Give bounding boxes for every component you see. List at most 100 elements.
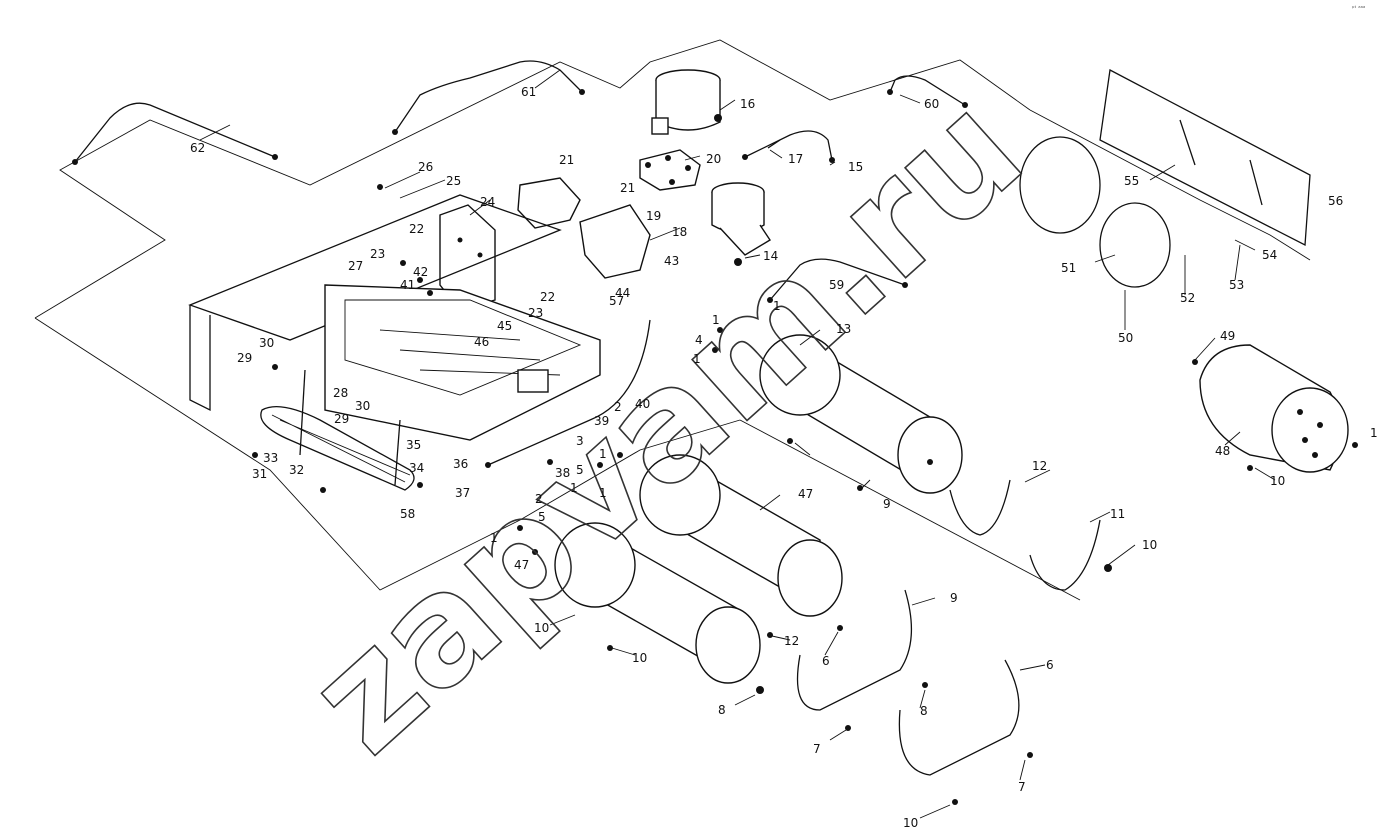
part-label: 55	[1124, 174, 1139, 188]
part-label: 7	[1018, 780, 1026, 794]
valve-block-20	[639, 149, 701, 191]
part-label: 30	[259, 336, 274, 350]
part-label: 58	[400, 507, 415, 521]
pipe-62	[72, 102, 278, 165]
part-label: 48	[1215, 444, 1230, 458]
part-label: 3	[576, 434, 584, 448]
part-label: 8	[920, 704, 928, 718]
bracket-21	[517, 177, 581, 229]
part-label: 46	[474, 335, 489, 349]
part-label: 40	[635, 397, 650, 411]
part-label: 50	[1118, 331, 1133, 345]
part-label: 2	[614, 400, 622, 414]
part-label: 5	[538, 510, 546, 524]
step-28	[260, 369, 415, 491]
part-label: 6	[1046, 658, 1054, 672]
part-label: 1	[1370, 426, 1378, 440]
frame-rail	[188, 194, 562, 412]
part-label: 61	[521, 85, 536, 99]
assembly-outline	[34, 39, 1311, 601]
part-label: 33	[263, 451, 278, 465]
part-label: 29	[237, 351, 252, 365]
air-tank-47b	[554, 522, 764, 694]
part-label: 57	[609, 294, 624, 308]
pipe-61	[392, 60, 585, 135]
corner-mark: ᵖᵗ ᵃᵃᵃ	[1352, 5, 1365, 12]
part-label: 9	[883, 497, 891, 511]
part-label: 1	[712, 313, 720, 327]
part-label: 12	[784, 634, 799, 648]
part-label: 29	[334, 412, 349, 426]
part-label: 1	[773, 299, 781, 313]
air-tank-48	[1199, 344, 1349, 473]
air-tank-13	[759, 334, 963, 494]
clamp-51	[1019, 136, 1171, 288]
part-label: 10	[534, 621, 549, 635]
part-label: 21	[620, 181, 635, 195]
part-label: 10	[1142, 538, 1157, 552]
part-label: 14	[763, 249, 778, 263]
valve-14	[711, 182, 771, 266]
part-label: 1	[693, 352, 701, 366]
part-label: 4	[695, 333, 703, 347]
pipe-60	[887, 75, 968, 108]
fitting-17	[767, 139, 781, 149]
part-label: 51	[1061, 261, 1076, 275]
pipe-57	[485, 319, 651, 468]
part-label: 59	[829, 278, 844, 292]
part-label: 1	[490, 531, 498, 545]
part-label: 37	[455, 486, 470, 500]
part-label: 1	[599, 447, 607, 461]
part-label: 47	[514, 558, 529, 572]
part-label: 41	[400, 278, 415, 292]
part-label: 56	[1328, 194, 1343, 208]
part-label: 19	[646, 209, 661, 223]
part-label: 32	[289, 463, 304, 477]
part-label: 13	[836, 322, 851, 336]
part-label: 42	[413, 265, 428, 279]
part-label: 62	[190, 141, 205, 155]
part-label: 35	[406, 438, 421, 452]
strap-12	[949, 479, 1101, 591]
part-label: 53	[1229, 278, 1244, 292]
part-label: 39	[594, 414, 609, 428]
part-label: 12	[1032, 459, 1047, 473]
part-label: 11	[1110, 507, 1125, 521]
part-label: 25	[446, 174, 461, 188]
bracket-plate-24	[439, 204, 496, 311]
part-label: 20	[706, 152, 721, 166]
part-label: 2	[535, 492, 543, 506]
part-label: 5	[576, 463, 584, 477]
part-label: 21	[559, 153, 574, 167]
part-label: 34	[409, 461, 424, 475]
bracket-rail-55	[1099, 68, 1311, 247]
part-label: 18	[672, 225, 687, 239]
part-label: 27	[348, 259, 363, 273]
part-label: 31	[252, 467, 267, 481]
bracket-18	[579, 204, 651, 279]
part-label: 6	[822, 654, 830, 668]
part-label: 26	[418, 160, 433, 174]
part-label: 44	[615, 286, 630, 300]
part-label: 10	[903, 816, 918, 830]
part-label: 1	[570, 481, 578, 495]
part-label: 54	[1262, 248, 1277, 262]
pipe-59	[767, 258, 908, 303]
part-label: 23	[528, 306, 543, 320]
air-tank-47a	[639, 454, 843, 617]
pipe-15	[742, 130, 835, 163]
part-label: 7	[813, 742, 821, 756]
mounting-frame-27	[324, 284, 601, 441]
part-label: 52	[1180, 291, 1195, 305]
part-label: 23	[370, 247, 385, 261]
part-label: 28	[333, 386, 348, 400]
part-label: 22	[540, 290, 555, 304]
part-label: 36	[453, 457, 468, 471]
fasteners	[252, 184, 1358, 805]
part-label: 30	[355, 399, 370, 413]
part-label: 38	[555, 466, 570, 480]
part-label: 15	[848, 160, 863, 174]
part-label: 9	[950, 591, 958, 605]
part-label: 17	[788, 152, 803, 166]
